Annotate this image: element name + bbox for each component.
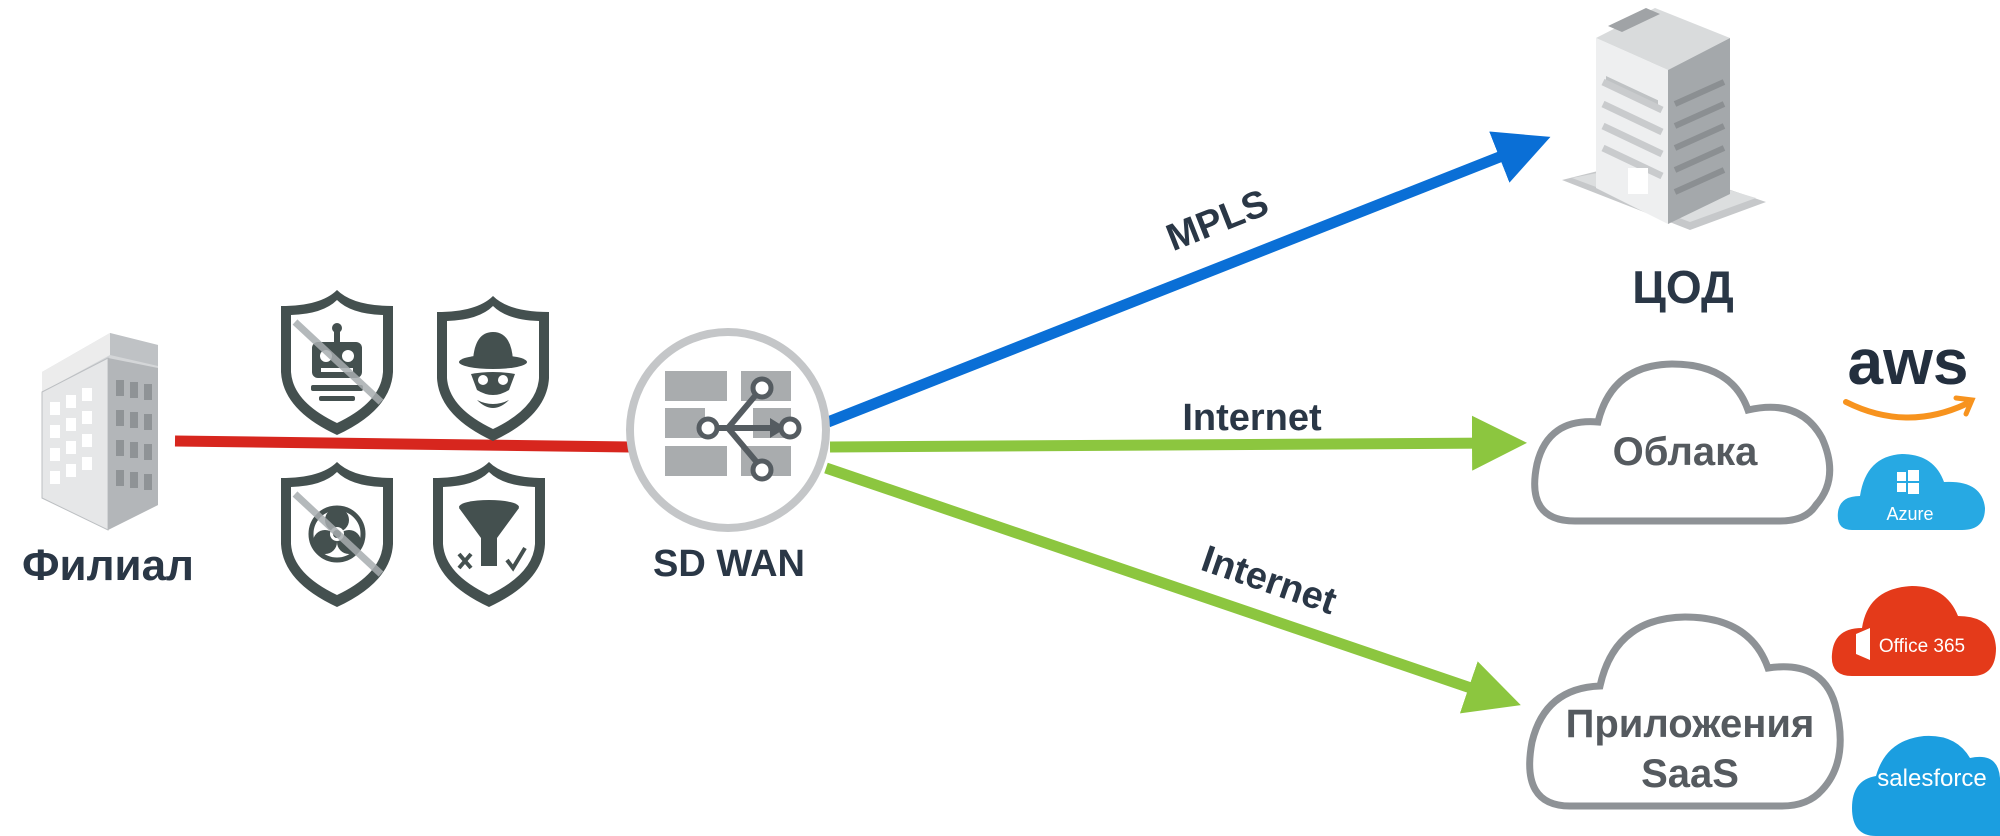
datacenter-building-icon [1562, 8, 1766, 230]
spy-icon [437, 296, 549, 441]
svg-text:Office 365: Office 365 [1879, 636, 1965, 657]
clouds-cloud-icon [1531, 360, 1834, 525]
aws-logo: aws [1843, 326, 1976, 421]
saas-label-line1: Приложения [1566, 702, 1815, 746]
branch-label: Филиал [22, 541, 194, 590]
branch-link [174, 435, 631, 453]
clouds-label: Облака [1613, 430, 1759, 474]
svg-text:salesforce: salesforce [1877, 765, 1986, 792]
internet-cloud-label: Internet [1182, 397, 1322, 439]
azure-logo: Azure [1837, 454, 1985, 530]
filter-icon [433, 462, 545, 607]
internet-saas-link [824, 462, 1521, 714]
saas-label-line2: SaaS [1641, 752, 1739, 796]
internet-cloud-link [829, 415, 1527, 471]
biohazard-blocked-icon [281, 462, 393, 607]
datacenter-label: ЦОД [1632, 261, 1734, 313]
branch-building-icon [41, 333, 158, 531]
office365-logo: Office 365 [1831, 586, 1996, 676]
mpls-link [825, 131, 1551, 428]
robot-blocked-icon [281, 290, 393, 435]
internet-saas-label: Internet [1196, 538, 1342, 623]
salesforce-logo: salesforce [1852, 735, 2000, 836]
svg-text:Azure: Azure [1886, 504, 1933, 524]
saas-cloud-icon [1526, 613, 1844, 810]
sdwan-hub-icon [626, 328, 830, 532]
svg-text:aws: aws [1848, 326, 1969, 398]
sdwan-label: SD WAN [653, 543, 805, 585]
